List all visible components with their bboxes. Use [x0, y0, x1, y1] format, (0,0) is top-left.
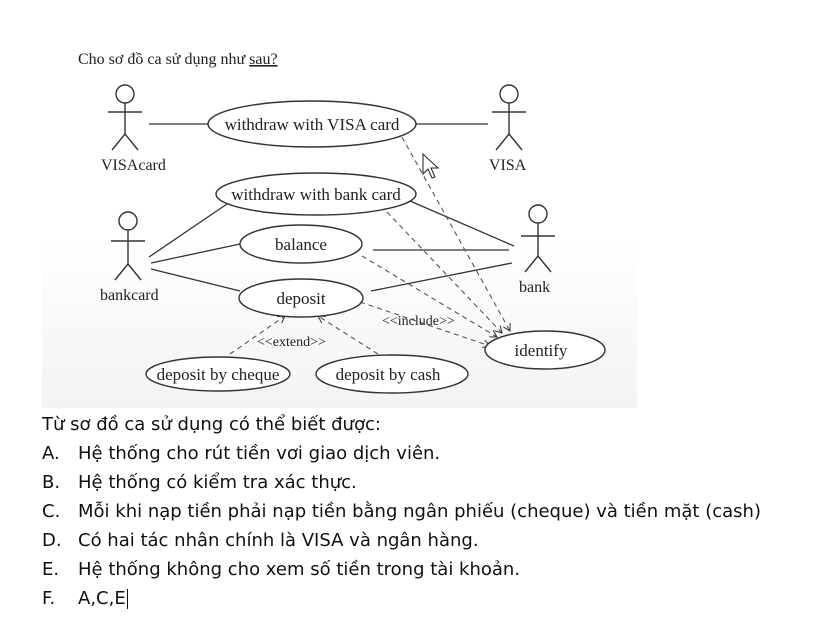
svg-text:balance: balance [275, 235, 327, 254]
usecase-deposit-cheque: deposit by cheque [145, 356, 291, 392]
mouse-pointer-icon [422, 152, 440, 179]
actor-bank [521, 204, 555, 273]
svg-text:deposit: deposit [276, 289, 325, 308]
diagram-canvas: Cho sơ đồ ca sử dụng như sau? VISAcard V… [78, 51, 606, 394]
assoc-bankcard-deposit [150, 268, 241, 292]
option-text: Hệ thống cho rút tiền vơi giao dịch viên… [78, 443, 441, 464]
text-cursor [126, 589, 128, 609]
actor-bankcard [111, 211, 145, 281]
assoc-bank-deposit [370, 262, 513, 292]
actor-label-visacard: VISAcard [101, 157, 166, 174]
include-withdraw-visa-identify [401, 136, 510, 331]
option-letter: C. [42, 501, 61, 522]
option-e[interactable]: E. Hệ thống không cho xem số tiền trong t… [42, 555, 822, 584]
usecase-deposit: deposit [238, 278, 364, 318]
actor-label-bankcard: bankcard [100, 287, 159, 304]
assoc-bank-withdraw-bank [409, 200, 515, 247]
usecase-deposit-cash: deposit by cash [315, 354, 469, 394]
option-text: Có hai tác nhân chính là VISA và ngân hà… [78, 530, 479, 551]
option-letter: B. [42, 472, 61, 493]
option-letter: A. [42, 443, 60, 464]
option-text: Mỗi khi nạp tiền phải nạp tiền bằng ngân… [78, 501, 761, 522]
option-text: Hệ thống có kiểm tra xác thực. [78, 472, 357, 493]
question-stem: Từ sơ đồ ca sử dụng có thể biết được: [42, 414, 381, 435]
include-deposit-identify [359, 301, 490, 346]
include-label: <<include>> [382, 314, 455, 329]
assoc-bankcard-balance [150, 243, 241, 264]
question-block: Từ sơ đồ ca sử dụng có thể biết được: A.… [42, 410, 822, 613]
actor-label-bank: bank [519, 279, 550, 296]
option-text: Hệ thống không cho xem số tiền trong tài… [78, 559, 521, 580]
extend-cheque-deposit [229, 316, 285, 355]
associations [148, 123, 515, 292]
usecase-withdraw-bank: withdraw with bank card [215, 172, 417, 216]
actor-label-visa: VISA [489, 157, 527, 174]
option-b[interactable]: B. Hệ thống có kiểm tra xác thực. [42, 468, 822, 497]
option-a[interactable]: A. Hệ thống cho rút tiền vơi giao dịch vi… [42, 439, 822, 468]
option-c[interactable]: C. Mỗi khi nạp tiền phải nạp tiền bằng ng… [42, 497, 822, 526]
option-d[interactable]: D. Có hai tác nhân chính là VISA và ngân … [42, 526, 822, 555]
option-f[interactable]: F. A,C,E [42, 584, 822, 613]
actor-visa [492, 84, 526, 151]
use-case-diagram: Cho sơ đồ ca sử dụng như sau? VISAcard V… [42, 34, 637, 408]
svg-text:deposit by cash: deposit by cash [336, 365, 441, 384]
assoc-bankcard-withdraw-bank [148, 203, 228, 258]
diagram-caption: Cho sơ đồ ca sử dụng như sau? [78, 51, 278, 68]
option-letter: F. [42, 588, 56, 609]
include-withdraw-bank-identify [386, 211, 502, 333]
actor-visacard [108, 84, 142, 151]
option-text[interactable]: A,C,E [78, 588, 126, 609]
extend-label: <<extend>> [257, 335, 326, 350]
usecase-withdraw-visa: withdraw with VISA card [207, 100, 417, 148]
extend-cash-deposit [318, 316, 379, 355]
svg-text:withdraw with VISA card: withdraw with VISA card [225, 115, 400, 134]
dependencies [229, 136, 510, 355]
svg-text:withdraw with bank card: withdraw with bank card [231, 185, 401, 204]
usecase-balance: balance [239, 224, 363, 264]
svg-text:deposit by cheque: deposit by cheque [157, 365, 280, 384]
usecase-identify: identify [484, 330, 606, 370]
option-letter: E. [42, 559, 60, 580]
option-letter: D. [42, 530, 62, 551]
svg-text:identify: identify [515, 341, 568, 360]
